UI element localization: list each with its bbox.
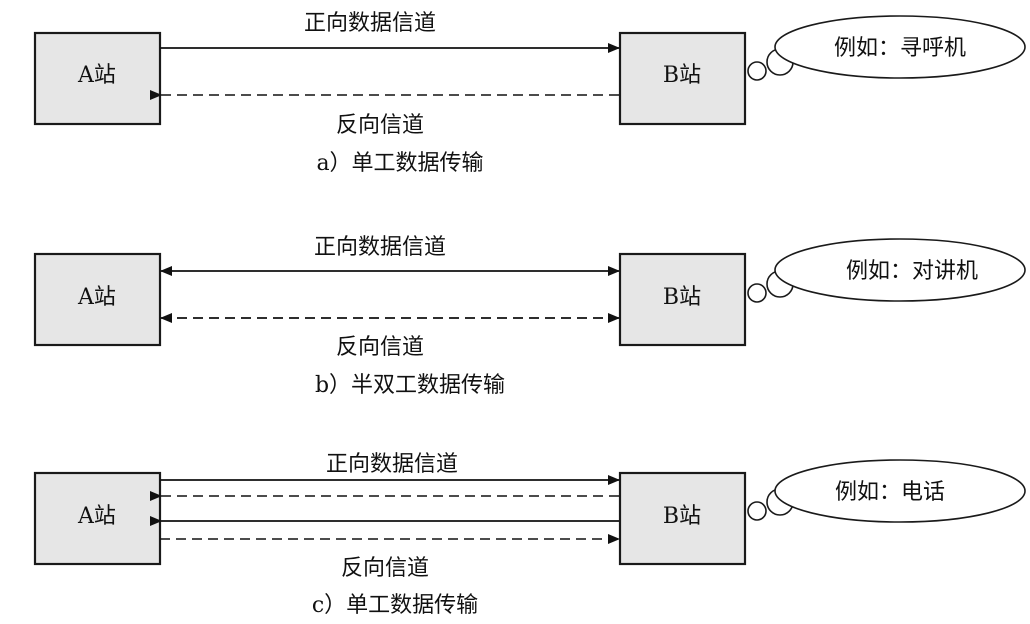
station-b-label: B站 (663, 63, 701, 88)
station-b-label: B站 (663, 504, 701, 529)
station-b-label: B站 (663, 285, 701, 310)
forward-channel-label: 正向数据信道 (304, 11, 436, 36)
caption: b）半双工数据传输 (315, 373, 505, 398)
panel-c: 正向数据信道 A站 B站 反向信道 c）单工数据传输 例如：电话 (33, 452, 1026, 618)
reverse-channel-label: 反向信道 (336, 113, 424, 138)
station-b-box (618, 471, 747, 566)
example-callout: 例如：电话 (747, 459, 1026, 523)
reverse-channel-label: 反向信道 (341, 556, 429, 581)
caption: a）单工数据传输 (316, 151, 483, 176)
example-text: 例如：寻呼机 (834, 36, 966, 61)
panel-a: 正向数据信道 A站 B站 反向信道 a）单工数据传输 例如：寻呼机 (33, 11, 1026, 176)
station-a-label: A站 (77, 63, 116, 88)
station-a-box (33, 471, 162, 566)
forward-channel-label: 正向数据信道 (326, 452, 458, 477)
example-callout: 例如：寻呼机 (747, 15, 1026, 81)
station-b-box (618, 31, 747, 126)
example-callout: 例如：对讲机 (747, 238, 1026, 303)
station-a-label: A站 (77, 285, 116, 310)
station-b-box (618, 252, 747, 347)
reverse-channel-label: 反向信道 (336, 335, 424, 360)
station-a-box (33, 31, 162, 126)
station-a-box (33, 252, 162, 347)
forward-channel-label: 正向数据信道 (314, 235, 446, 260)
panel-b: 正向数据信道 A站 B站 反向信道 b）半双工数据传输 例如：对讲机 (33, 235, 1026, 398)
station-a-label: A站 (77, 504, 116, 529)
example-text: 例如：对讲机 (846, 259, 978, 284)
example-text: 例如：电话 (835, 480, 945, 505)
caption: c）单工数据传输 (312, 593, 478, 618)
